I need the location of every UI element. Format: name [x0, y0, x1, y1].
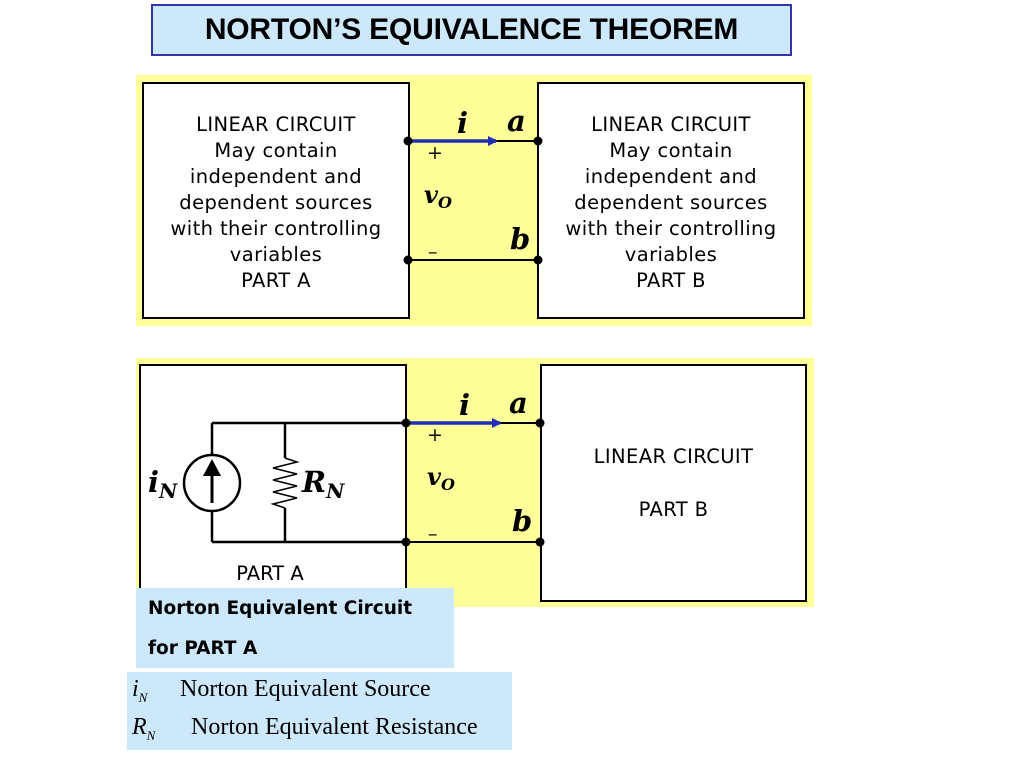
text-line: May contain [214, 139, 338, 162]
resistor-label: RN [301, 465, 345, 503]
top-node-b-left [403, 255, 413, 265]
legend-symbol: iN [132, 676, 148, 705]
top-terminal-b: b [510, 222, 530, 256]
text-line: May contain [609, 139, 733, 162]
page-title: NORTON’S EQUIVALENCE THEOREM [204, 13, 739, 46]
caption-line-1: Norton Equivalent Circuit [148, 598, 413, 619]
text-line: independent and [584, 165, 758, 188]
top-part-b-text: LINEAR CIRCUIT May contain independent a… [539, 112, 803, 294]
text-line: LINEAR CIRCUIT [591, 113, 751, 136]
bottom-plus-sign: + [427, 424, 443, 446]
legend-row: RN Norton Equivalent Resistance [127, 714, 512, 746]
top-part-b-box: LINEAR CIRCUIT May contain independent a… [537, 82, 805, 319]
top-part-a-box: LINEAR CIRCUIT May contain independent a… [142, 82, 410, 319]
top-plus-sign: + [427, 142, 443, 164]
text-line: with their controlling [565, 217, 777, 240]
bottom-node-a-right [535, 418, 545, 428]
norton-caption: Norton Equivalent Circuit for PART A [136, 588, 454, 668]
text-line: variables [624, 243, 718, 266]
title-box: NORTON’S EQUIVALENCE THEOREM [151, 4, 792, 56]
part-b-title: LINEAR CIRCUIT [593, 445, 754, 468]
text-line: independent and [189, 165, 363, 188]
source-label: iN [148, 465, 178, 503]
text-line: LINEAR CIRCUIT [196, 113, 356, 136]
bottom-part-b-box: LINEAR CIRCUIT PART B [540, 364, 807, 602]
current-source-arrow-head [203, 459, 221, 476]
legend-text: Norton Equivalent Source [180, 676, 431, 702]
bottom-node-b-right [535, 537, 545, 547]
top-terminal-a: a [507, 104, 526, 138]
text-line: dependent sources [574, 191, 768, 214]
text-line: variables [229, 243, 323, 266]
top-node-a-left [403, 136, 413, 146]
bottom-part-a-label: PART A [236, 562, 304, 585]
resistor-icon [270, 457, 300, 509]
legend-row: iN Norton Equivalent Source [127, 676, 512, 708]
top-voltage-label: vO [424, 180, 452, 212]
text-line: with their controlling [170, 217, 382, 240]
symbol-legend: iN Norton Equivalent Source RN Norton Eq… [127, 672, 512, 750]
bottom-minus-sign: – [428, 523, 438, 545]
text-line: dependent sources [179, 191, 373, 214]
top-part-a-text: LINEAR CIRCUIT May contain independent a… [144, 112, 408, 294]
bottom-node-a-left [401, 418, 411, 428]
top-node-a-right [533, 136, 543, 146]
caption-line-2: for PART A [148, 638, 258, 659]
top-current-label: i [457, 106, 468, 140]
part-b-label: PART B [636, 269, 706, 292]
bottom-voltage-label: vO [427, 462, 455, 494]
part-a-label: PART A [241, 269, 311, 292]
bottom-terminal-b: b [512, 504, 532, 538]
bottom-current-label: i [459, 388, 470, 422]
bottom-node-b-left [401, 537, 411, 547]
top-node-b-right [533, 255, 543, 265]
part-b-label: PART B [638, 498, 709, 521]
legend-symbol: RN [132, 714, 156, 743]
bottom-terminal-a: a [509, 386, 528, 420]
legend-text: Norton Equivalent Resistance [191, 714, 478, 740]
top-minus-sign: – [428, 241, 438, 263]
